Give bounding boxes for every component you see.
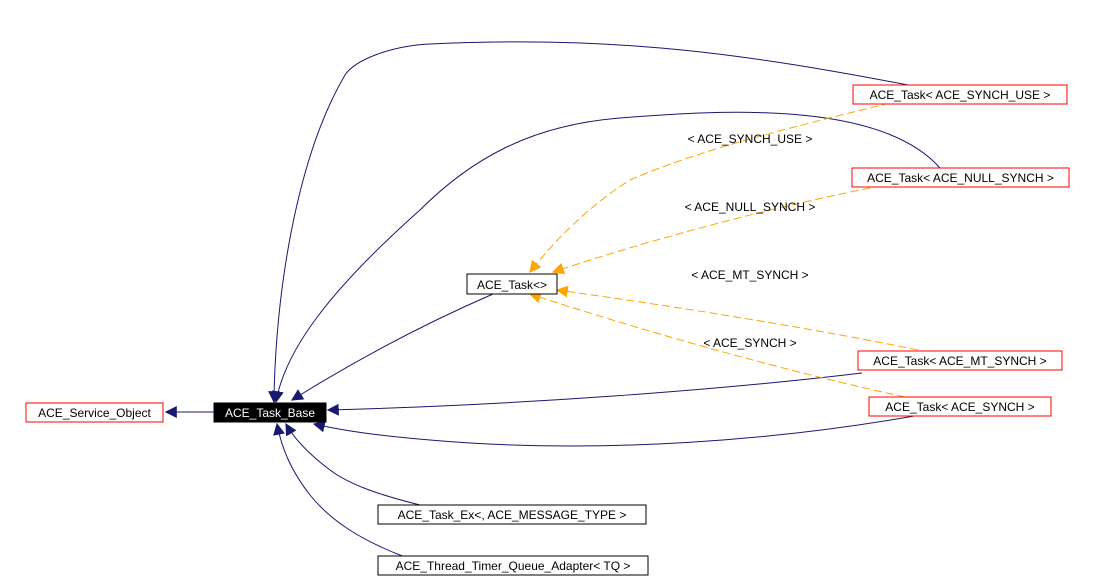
label-mt-synch: < ACE_MT_SYNCH >	[691, 268, 808, 282]
node-label: ACE_Task< ACE_SYNCH_USE >	[870, 88, 1051, 102]
node-label: ACE_Task< ACE_SYNCH >	[885, 400, 1034, 414]
node-label: ACE_Service_Object	[38, 406, 151, 420]
node-label: ACE_Task< ACE_MT_SYNCH >	[873, 354, 1046, 368]
node-ace-task-mt-synch[interactable]: ACE_Task< ACE_MT_SYNCH >	[857, 350, 1063, 371]
node-ace-service-object[interactable]: ACE_Service_Object	[25, 402, 164, 423]
edge-task-null-synch-to-task-base	[271, 111, 941, 404]
edge-task-synch-to-task-base	[312, 414, 921, 447]
node-label: ACE_Task_Base	[225, 406, 315, 420]
node-ace-task-ex[interactable]: ACE_Task_Ex<, ACE_MESSAGE_TYPE >	[377, 504, 647, 525]
node-ace-task-template[interactable]: ACE_Task<>	[466, 273, 558, 295]
node-label: ACE_Task<>	[477, 278, 547, 292]
nodes: ACE_Service_Object ACE_Task_Base ACE_Tas…	[25, 84, 1070, 576]
node-ace-task-null-synch[interactable]: ACE_Task< ACE_NULL_SYNCH >	[851, 167, 1070, 188]
node-ace-task-base: ACE_Task_Base	[213, 402, 327, 423]
edge-synch-instantiation	[528, 291, 906, 398]
edge-labels: < ACE_SYNCH_USE > < ACE_NULL_SYNCH > < A…	[685, 132, 816, 350]
template-edges	[528, 102, 919, 398]
node-ace-task-synch-use[interactable]: ACE_Task< ACE_SYNCH_USE >	[852, 84, 1068, 105]
label-synch-use: < ACE_SYNCH_USE >	[688, 132, 813, 146]
node-label: ACE_Task_Ex<, ACE_MESSAGE_TYPE >	[398, 508, 627, 522]
label-null-synch: < ACE_NULL_SYNCH >	[685, 200, 816, 214]
edge-task-ex-to-task-base	[285, 422, 421, 506]
edge-synch-use-instantiation	[529, 102, 891, 273]
node-ace-thread-timer-queue-adapter[interactable]: ACE_Thread_Timer_Queue_Adapter< TQ >	[377, 555, 649, 576]
node-ace-task-synch[interactable]: ACE_Task< ACE_SYNCH >	[868, 396, 1052, 417]
node-label: ACE_Task< ACE_NULL_SYNCH >	[867, 171, 1054, 185]
edge-task-template-to-task-base	[290, 293, 494, 401]
edge-task-synch-use-to-task-base	[268, 41, 909, 404]
node-label: ACE_Thread_Timer_Queue_Adapter< TQ >	[396, 559, 631, 573]
edge-task-mt-synch-to-task-base	[326, 372, 863, 416]
label-synch: < ACE_SYNCH >	[703, 336, 796, 350]
edge-mt-synch-instantiation	[555, 285, 919, 351]
inheritance-edges	[164, 41, 941, 558]
edge-thread-timer-queue-adapter-to-task-base	[273, 422, 406, 558]
